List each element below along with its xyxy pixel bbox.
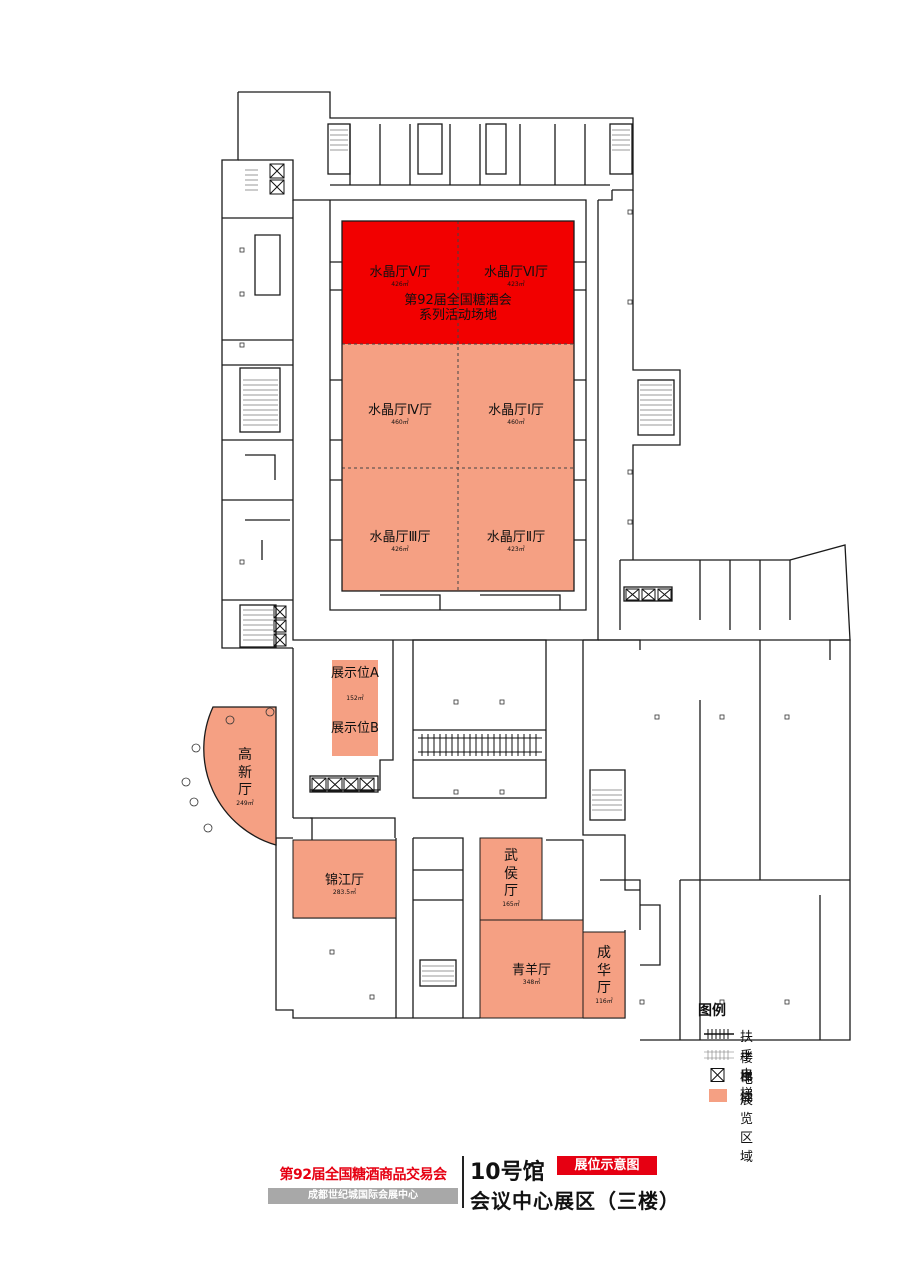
room-crystal-iv[interactable]: 水晶厅Ⅳ厅 460㎡ [342,400,458,427]
room-crystal-i[interactable]: 水晶厅Ⅰ厅 460㎡ [458,400,574,427]
room-area: 460㎡ [391,418,409,426]
room-area: 426㎡ [391,545,409,553]
room-name: 水晶厅Ⅰ厅 [488,403,544,418]
room-chenghua[interactable]: 成华厅 116㎡ [583,945,625,1005]
legend-item-elevator: 电梯 [698,1066,753,1106]
legend-item-escalator: 扶手电梯 [698,1024,753,1102]
footer: 第92届全国糖酒商品交易会 成都世纪城国际会展中心 10号馆 展位示意图 会议中… [0,1150,900,1220]
room-qingyang[interactable]: 青羊厅 348㎡ [480,960,583,987]
footer-divider [462,1156,464,1208]
map-type-badge: 展位示意图 [557,1156,657,1175]
room-area: 348㎡ [522,978,541,986]
zone-title: 会议中心展区（三楼） [470,1189,680,1213]
legend-title: 图例 [698,1003,726,1019]
legend-label: 楼梯 [740,1051,754,1085]
escalator-icon [704,1029,734,1039]
booth-b-label: 展示位B [331,721,379,736]
room-area: 249㎡ [236,799,254,807]
room-name: 武侯厅 [504,848,518,899]
legend: 图例 扶手电梯 楼梯 电梯 展览区域 [698,1000,753,1165]
booth-a[interactable]: 展示位A [320,663,390,682]
room-name: 水晶厅Ⅵ厅 [484,265,548,280]
legend-label: 扶手电梯 [740,1030,754,1102]
room-crystal-v[interactable]: 水晶厅Ⅴ厅 426㎡ [342,262,458,289]
booth-a-label: 展示位A [331,666,379,681]
room-name: 水晶厅Ⅱ厅 [486,530,546,545]
jinjiang-hall-fill [292,839,397,919]
legend-item-exhibit-area: 展览区域 [698,1087,753,1165]
room-area: 283.5㎡ [332,888,357,896]
gaoxin-hall-fill [203,706,277,846]
legend-item-stairs: 楼梯 [698,1045,753,1085]
hall-number: 10号馆 [470,1160,545,1185]
exhibit-area-swatch [709,1089,727,1102]
legend-label: 电梯 [740,1072,754,1106]
qingyang-hall-fill [479,919,584,1019]
venue-name: 成都世纪城国际会展中心 [268,1188,458,1204]
room-jinjiang[interactable]: 锦江厅 283.5㎡ [293,870,396,897]
room-area: 116㎡ [595,997,613,1005]
event-area-label: 第92届全国糖酒会 系列活动场地 [342,293,574,324]
room-crystal-ii[interactable]: 水晶厅Ⅱ厅 423㎡ [458,527,574,554]
room-area: 423㎡ [507,545,525,553]
room-gaoxin[interactable]: 高新厅 249㎡ [225,747,265,807]
room-name: 水晶厅Ⅳ厅 [368,403,432,418]
wuhou-hall-fill [479,837,543,921]
room-area: 423㎡ [507,280,525,288]
booth-b[interactable]: 展示位B [320,718,390,737]
booth-area-value: 152㎡ [346,695,364,702]
room-name: 锦江厅 [324,873,364,888]
room-crystal-vi[interactable]: 水晶厅Ⅵ厅 423㎡ [458,262,574,289]
room-name: 水晶厅Ⅴ厅 [369,265,431,280]
room-name: 水晶厅Ⅲ厅 [369,530,431,545]
room-wuhou[interactable]: 武侯厅 165㎡ [490,848,532,908]
stairs-icon [704,1050,734,1060]
room-name: 高新厅 [238,747,252,798]
booth-area: 152㎡ [320,695,390,703]
elevator-icon [710,1068,725,1082]
room-area: 165㎡ [502,900,520,908]
room-name: 青羊厅 [511,963,551,978]
event-title: 第92届全国糖酒商品交易会 [279,1167,447,1183]
booth-area-fill [332,660,378,756]
event-area-line2: 系列活动场地 [418,307,497,323]
event-area-line1: 第92届全国糖酒会 [404,293,512,308]
chenghua-hall-fill [582,931,626,1019]
room-area: 426㎡ [391,280,409,288]
room-crystal-iii[interactable]: 水晶厅Ⅲ厅 426㎡ [342,527,458,554]
room-area: 460㎡ [507,418,525,426]
legend-label: 展览区域 [740,1093,754,1165]
room-name: 成华厅 [597,945,611,996]
